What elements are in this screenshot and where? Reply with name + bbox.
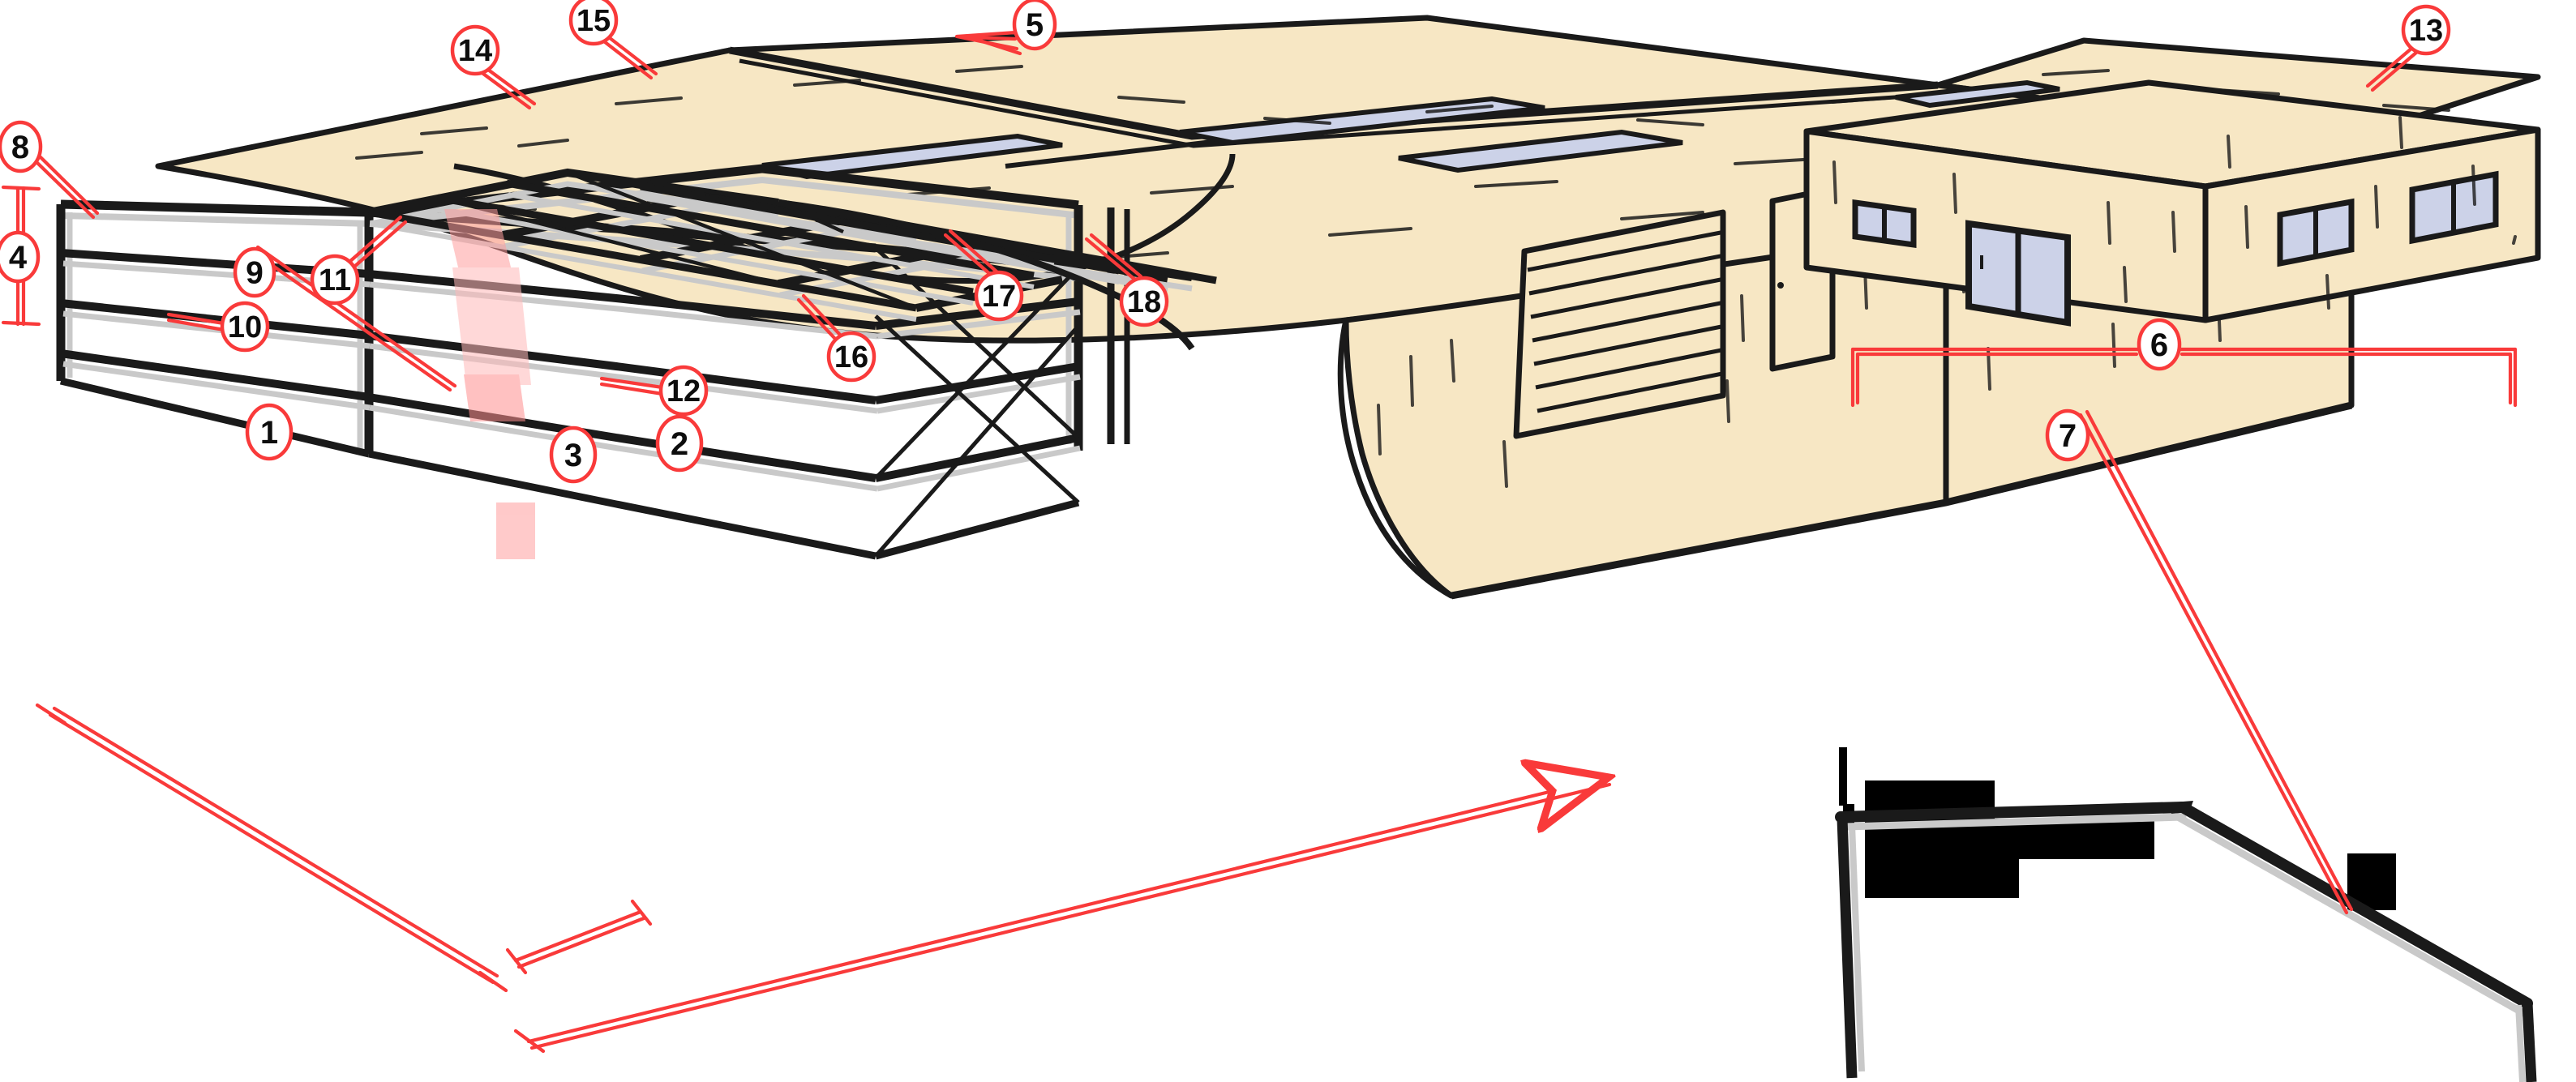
callout-17-label: 17 <box>982 280 1016 314</box>
callout-11-label: 11 <box>319 263 351 297</box>
callout-13[interactable]: 13 <box>2401 4 2451 56</box>
callout-18-label: 18 <box>1127 285 1161 319</box>
callout-6[interactable]: 6 <box>2137 318 2182 371</box>
callout-12-label: 12 <box>667 374 701 408</box>
callout-15[interactable]: 15 <box>568 0 619 46</box>
callout-13-label: 13 <box>2409 14 2443 48</box>
leader-5 <box>954 30 1022 56</box>
callout-bubbles: 1 2 3 4 5 <box>0 0 2451 484</box>
leader-12 <box>599 376 665 396</box>
callout-5[interactable]: 5 <box>1012 0 1057 51</box>
callout-7[interactable]: 7 <box>2045 408 2090 462</box>
office-window-small <box>1852 199 1917 249</box>
leader-18 <box>1084 233 1143 283</box>
callout-3-label: 3 <box>564 438 582 473</box>
highlight-region-9 <box>444 209 535 559</box>
leader-8 <box>33 155 100 220</box>
wall-cut-edge <box>1337 319 1453 599</box>
callout-12[interactable]: 12 <box>658 365 709 417</box>
sidewall-girts <box>368 207 878 560</box>
callout-17[interactable]: 17 <box>974 270 1024 322</box>
callout-10[interactable]: 10 <box>220 301 270 353</box>
leader-11 <box>347 215 408 269</box>
callout-5-label: 5 <box>1026 7 1044 43</box>
skylight-2 <box>1398 129 1683 173</box>
callout-1-label: 1 <box>260 415 278 451</box>
callout-4[interactable]: 4 <box>0 230 41 284</box>
cross-section-inset <box>1835 747 2537 1082</box>
callout-9[interactable]: 9 <box>233 246 276 298</box>
callout-14-label: 14 <box>458 34 492 68</box>
callout-8[interactable]: 8 <box>0 120 43 173</box>
leader-16 <box>796 293 842 341</box>
callout-15-label: 15 <box>576 4 611 38</box>
skylight-strips <box>761 79 2060 180</box>
section-solid-fill <box>1865 780 2154 898</box>
callout-14[interactable]: 14 <box>450 24 500 76</box>
leader-15 <box>598 32 658 80</box>
office-window-a <box>2277 198 2355 267</box>
callout-leaders <box>1 30 2518 1054</box>
leader-7 <box>2078 409 2354 915</box>
callout-16-label: 16 <box>834 340 868 374</box>
dimension-line-1 <box>35 703 508 993</box>
leader-13 <box>2365 45 2420 92</box>
callout-3[interactable]: 3 <box>549 426 598 484</box>
dimension-line-3 <box>505 899 653 975</box>
callout-18[interactable]: 18 <box>1119 276 1169 327</box>
sectional-roll-up-door[interactable] <box>1513 209 1726 439</box>
leader-10 <box>166 312 226 332</box>
callout-6-label: 6 <box>2150 327 2168 363</box>
double-entrance-doors[interactable] <box>1965 220 2071 327</box>
roof-purlin-grid <box>368 168 1217 351</box>
dimension-line-6 <box>1850 347 2518 408</box>
office-side-wall <box>2202 126 2541 323</box>
callout-2-label: 2 <box>671 426 688 462</box>
leader-9 <box>250 245 457 392</box>
skylight-4 <box>1895 79 2060 109</box>
callout-1[interactable]: 1 <box>245 403 294 461</box>
dimension-line-2 <box>513 778 1609 1054</box>
callout-7-label: 7 <box>2059 418 2077 454</box>
callout-2[interactable]: 2 <box>655 414 704 473</box>
callout-9-label: 9 <box>246 256 264 291</box>
office-block <box>1803 79 2541 327</box>
leader-14 <box>478 65 537 110</box>
callout-8-label: 8 <box>11 130 29 165</box>
callout-16[interactable]: 16 <box>826 331 877 383</box>
callout-11[interactable]: 11 <box>310 254 360 306</box>
callout-10-label: 10 <box>228 310 262 344</box>
callout-4-label: 4 <box>9 240 28 276</box>
leader-17 <box>943 229 999 278</box>
